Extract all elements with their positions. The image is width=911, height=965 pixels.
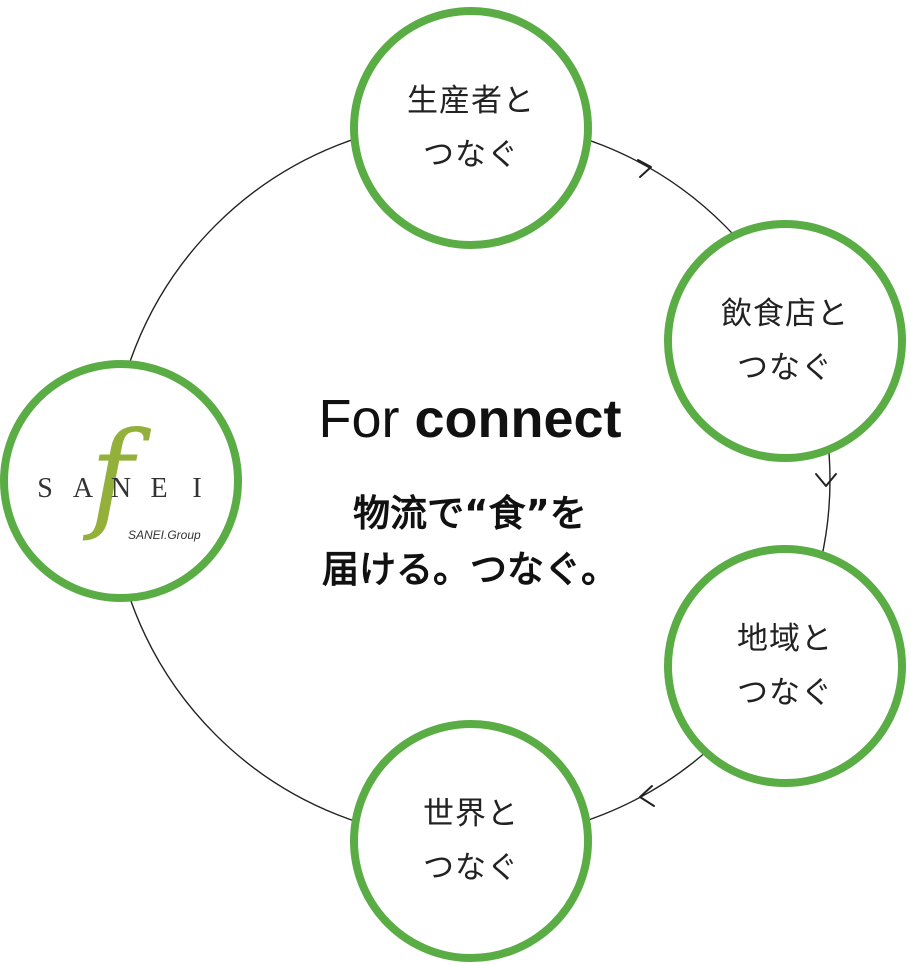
logo-letter: E [150,473,168,504]
node-world: 世界と つなぐ [350,720,592,962]
node-region-line2: つなぐ [737,675,833,711]
node-world-label: 世界と つなぐ [423,787,519,895]
node-world-line1: 世界と [423,796,519,832]
logo-monogram: f [90,406,134,544]
center-tagline: 物流で“食”を 届ける。つなぐ。 [230,486,710,598]
node-region-label: 地域と つなぐ [737,612,833,720]
node-world-line2: つなぐ [423,850,519,886]
logo-letter: I [192,473,202,504]
center-tagline-line1: 物流で“食”を [353,492,587,535]
logo-letter: S [37,473,53,504]
center-tagline-line2: 届ける。つなぐ。 [322,548,618,591]
node-logo: f S A N E I SANEI.Group [0,360,242,602]
node-restaurants: 飲食店と つなぐ [664,220,906,462]
center-title-emphasis: connect [414,389,622,449]
center-title: For connect [230,388,710,450]
node-producers: 生産者と つなぐ [350,7,592,249]
node-restaurants-label: 飲食店と つなぐ [721,287,849,395]
node-region-line1: 地域と [737,621,833,657]
flow-arrow [815,473,837,487]
logo-letter: N [110,473,132,504]
center-title-prefix: For [318,389,400,449]
node-region: 地域と つなぐ [664,545,906,787]
node-producers-line2: つなぐ [423,137,519,173]
node-producers-line1: 生産者と [407,83,535,119]
node-restaurants-line1: 飲食店と [721,296,849,332]
sanei-logo: f S A N E I SANEI.Group [8,368,234,594]
logo-letter: A [72,473,94,504]
node-producers-label: 生産者と つなぐ [407,74,535,182]
flow-arrow [637,159,652,178]
node-restaurants-line2: つなぐ [737,350,833,386]
flow-arrow [639,785,655,807]
logo-group-label: SANEI.Group [128,528,201,542]
logo-wordmark: S A N E I [8,473,234,505]
